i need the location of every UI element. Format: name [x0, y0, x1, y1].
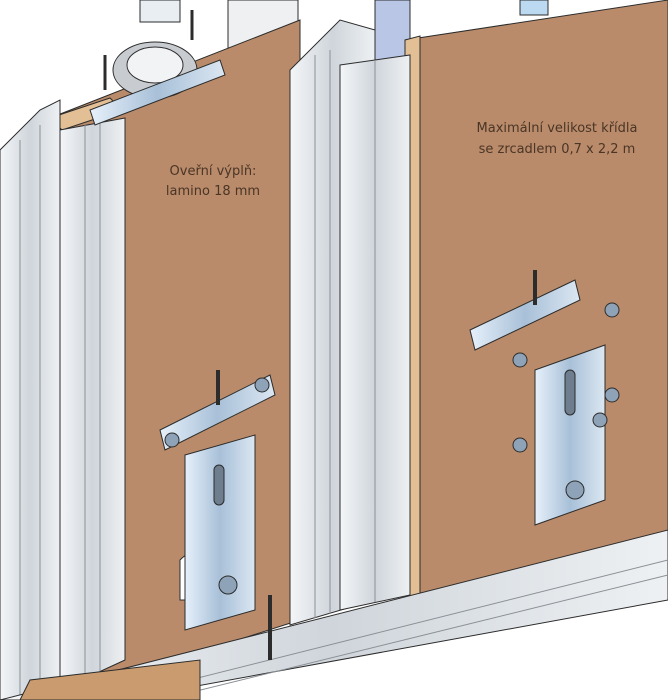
infill-label-line1: Oveřní výplň: [170, 164, 257, 179]
bottom-track-rail [0, 529, 668, 700]
top-guide-roller [89, 10, 226, 126]
left-aluminium-profile [0, 99, 126, 700]
right-roller-bracket [469, 270, 620, 526]
left-roller-bracket [159, 370, 276, 660]
infill-label-line2: lamino 18 mm [166, 184, 260, 199]
max-size-label-line1: Maximální velikost křídla [477, 121, 638, 136]
max-size-label-line2: se zrcadlem 0,7 x 2,2 m [479, 142, 636, 157]
middle-aluminium-profile [289, 19, 411, 626]
